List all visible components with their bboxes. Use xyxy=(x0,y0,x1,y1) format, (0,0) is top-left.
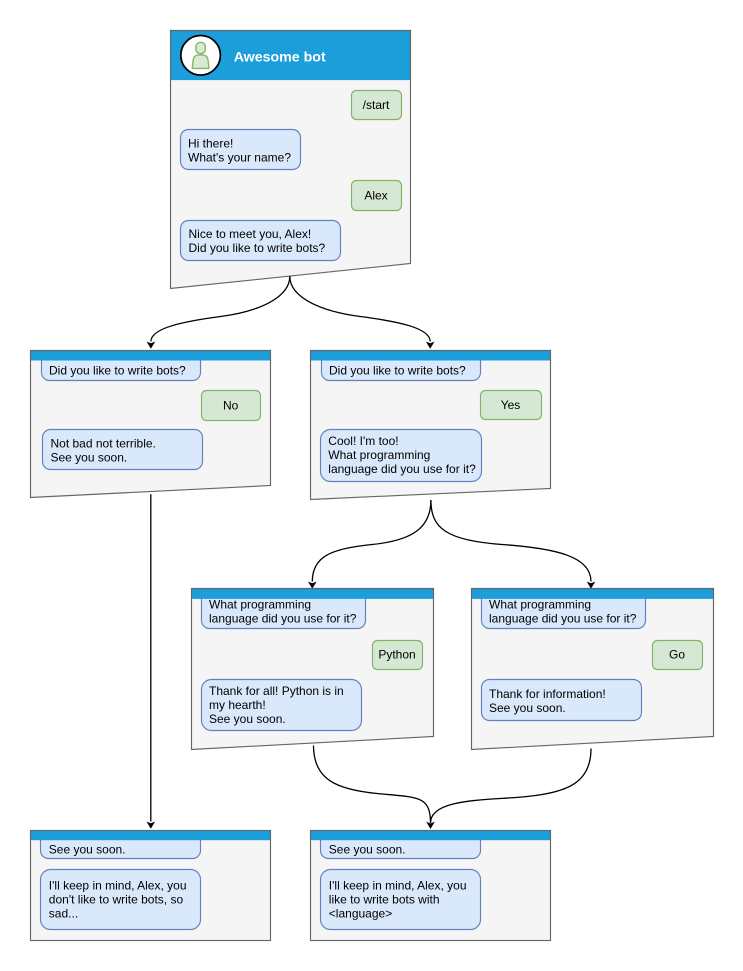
svg-text:See you soon.: See you soon. xyxy=(51,451,128,465)
svg-text:Did you like to write bots?: Did you like to write bots? xyxy=(329,363,466,377)
svg-text:Alex: Alex xyxy=(364,188,387,202)
svg-text:Yes: Yes xyxy=(501,398,521,412)
svg-text:What programming: What programming xyxy=(328,448,430,462)
svg-text:Go: Go xyxy=(669,648,685,662)
svg-text:Not bad not terrible.: Not bad not terrible. xyxy=(51,437,156,451)
svg-text:What's your name?: What's your name? xyxy=(188,150,291,164)
svg-text:language did you use for it?: language did you use for it? xyxy=(328,462,476,476)
svg-text:<language>: <language> xyxy=(329,906,392,920)
svg-text:my hearth!: my hearth! xyxy=(209,698,266,712)
svg-text:See you soon.: See you soon. xyxy=(489,701,566,715)
svg-text:Thank for all! Python is in: Thank for all! Python is in xyxy=(209,684,344,698)
svg-text:Nice to meet you, Alex!: Nice to meet you, Alex! xyxy=(189,227,312,241)
svg-text:See you soon.: See you soon. xyxy=(49,843,126,857)
svg-text:I'll keep in mind, Alex, you: I'll keep in mind, Alex, you xyxy=(329,878,467,892)
svg-text:No: No xyxy=(223,399,239,413)
svg-text:Awesome bot: Awesome bot xyxy=(234,49,326,65)
svg-text:What programming: What programming xyxy=(489,598,591,612)
svg-text:Python: Python xyxy=(378,648,415,662)
svg-text:sad...: sad... xyxy=(49,906,78,920)
svg-text:Cool! I'm too!: Cool! I'm too! xyxy=(328,434,398,448)
svg-text:language did you use for it?: language did you use for it? xyxy=(489,612,637,626)
svg-text:What programming: What programming xyxy=(209,598,311,612)
svg-text:Thank for information!: Thank for information! xyxy=(489,687,606,701)
svg-text:Hi there!: Hi there! xyxy=(188,136,233,150)
svg-text:don't like to write bots, so: don't like to write bots, so xyxy=(49,892,184,906)
svg-text:See you soon.: See you soon. xyxy=(329,843,406,857)
svg-text:Did you like to write bots?: Did you like to write bots? xyxy=(189,241,326,255)
svg-text:See you soon.: See you soon. xyxy=(209,712,286,726)
svg-text:Did you like to write bots?: Did you like to write bots? xyxy=(49,363,186,377)
svg-text:language did you use for it?: language did you use for it? xyxy=(209,612,357,626)
svg-text:/start: /start xyxy=(363,98,390,112)
svg-text:like to write bots with: like to write bots with xyxy=(329,892,440,906)
svg-text:I'll keep in mind, Alex, you: I'll keep in mind, Alex, you xyxy=(49,878,187,892)
